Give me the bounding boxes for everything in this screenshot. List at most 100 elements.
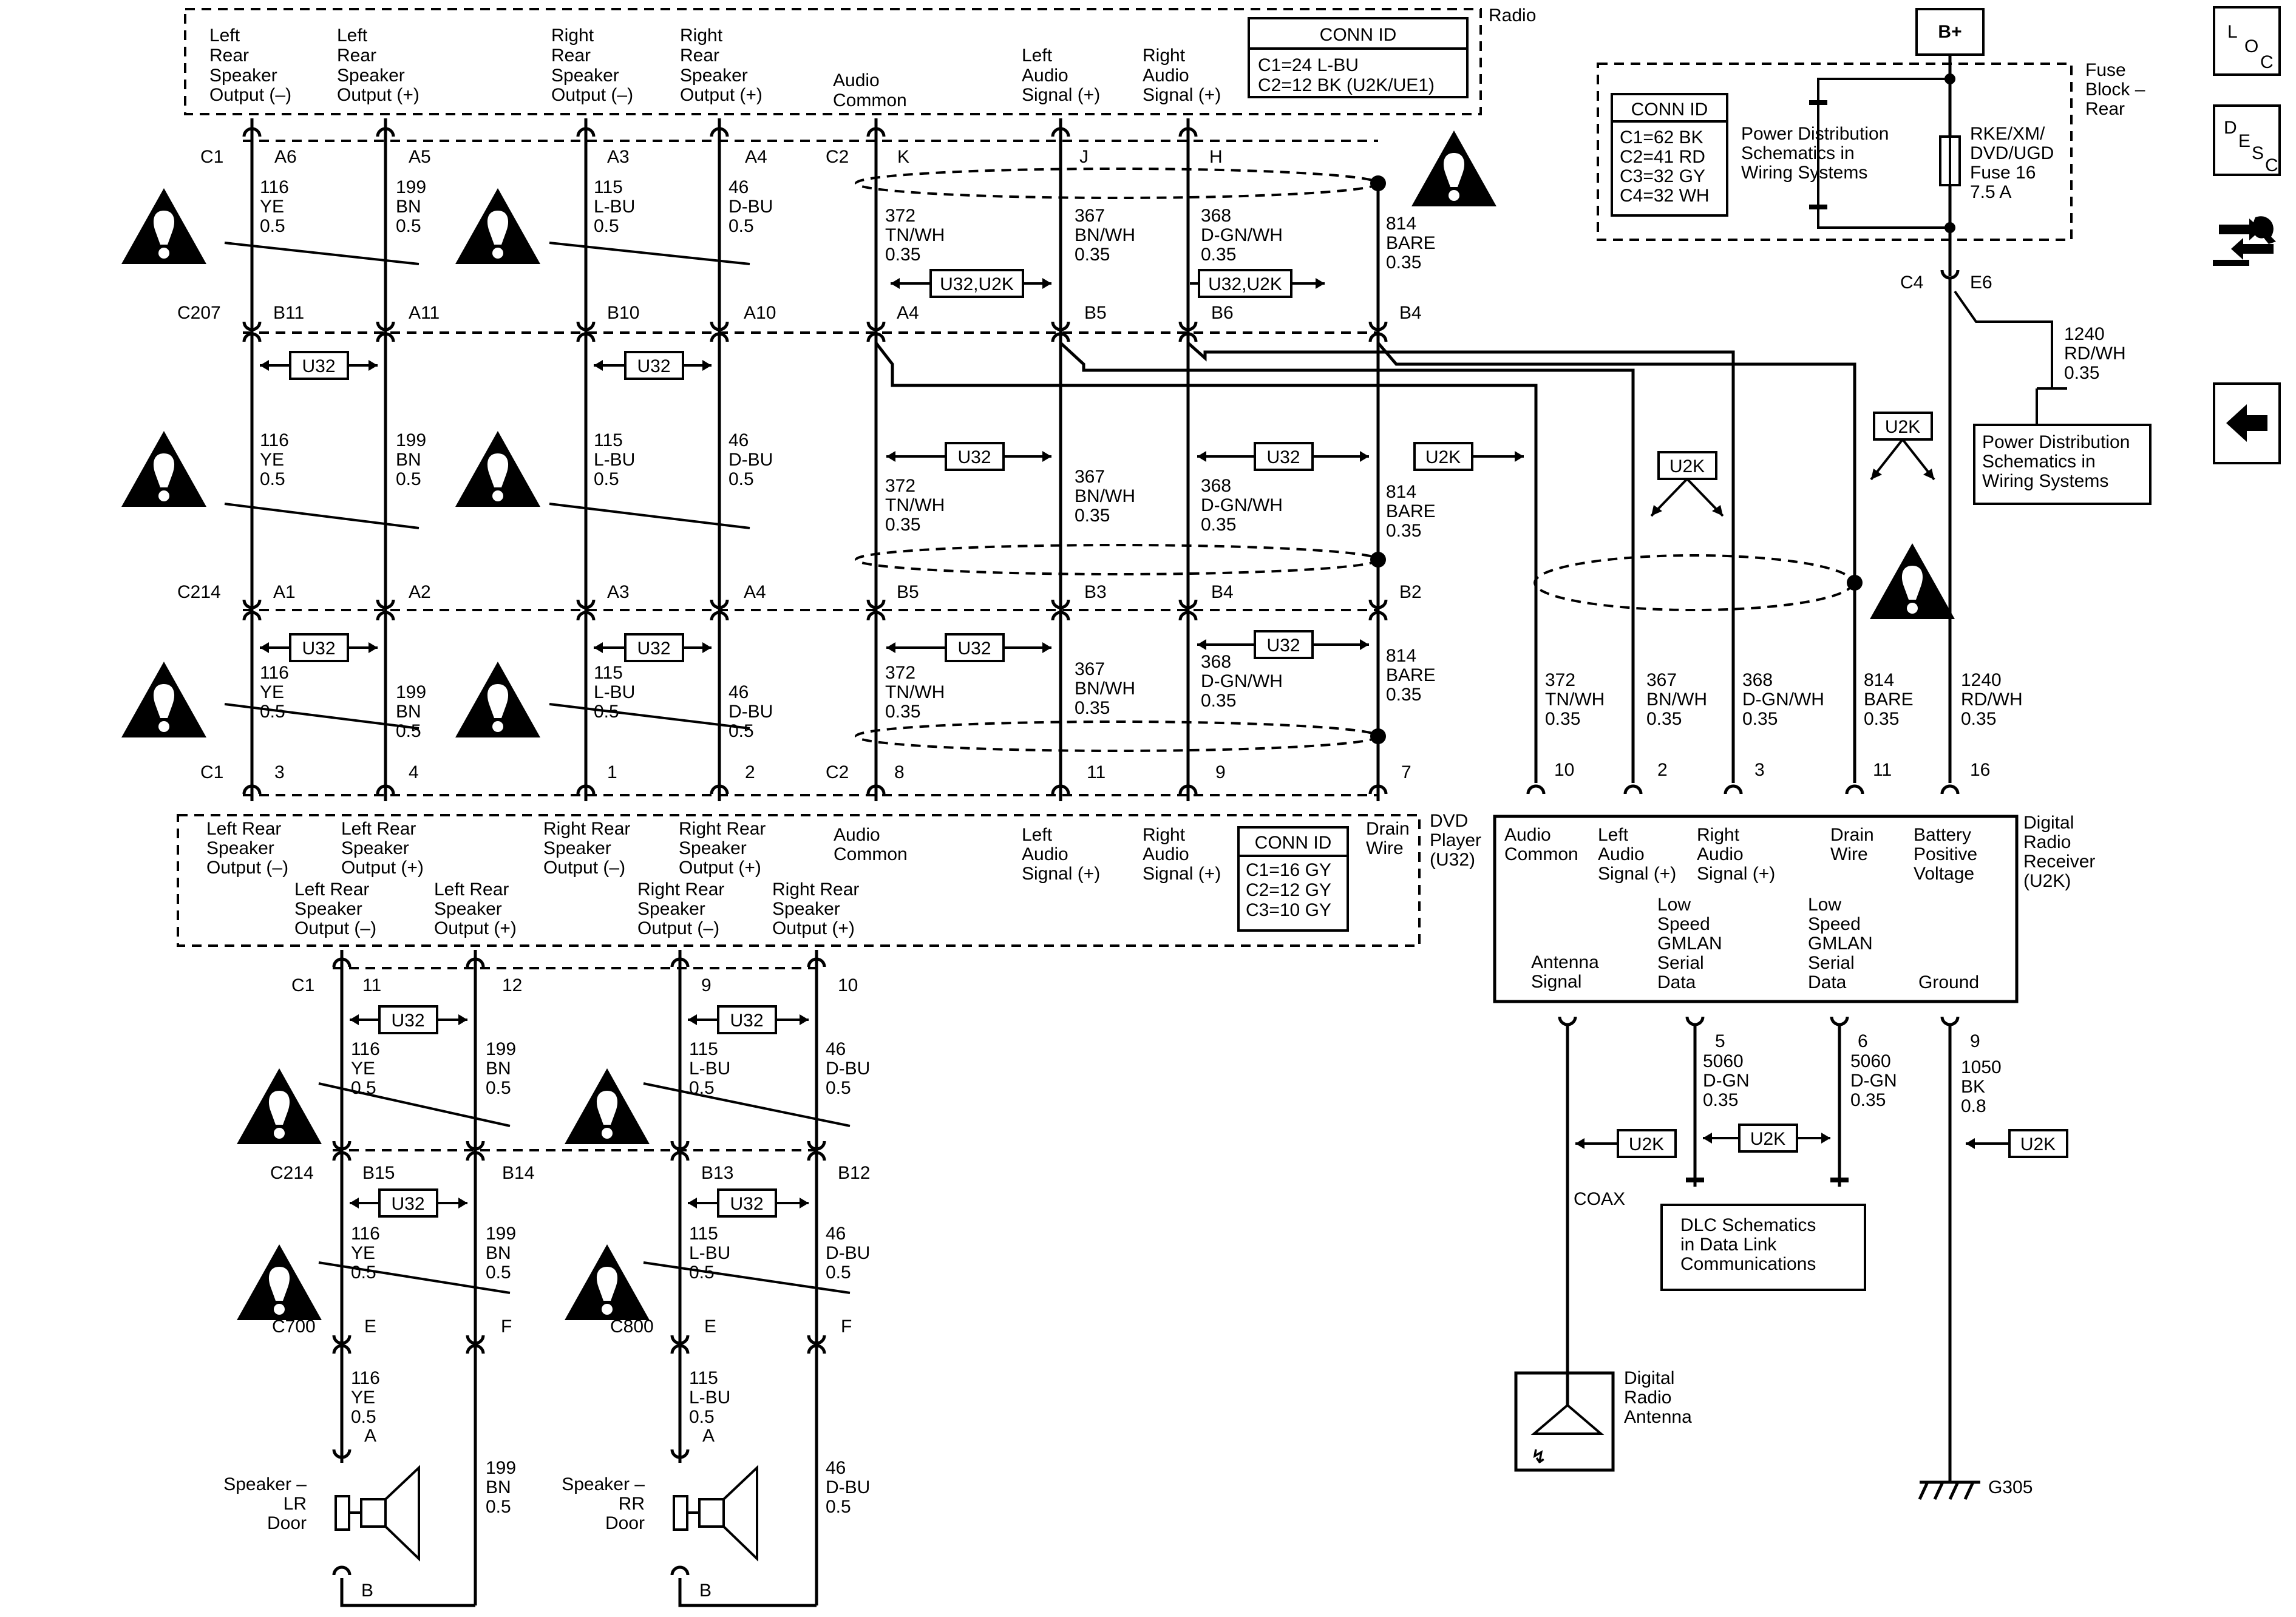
svg-text:BN: BN bbox=[396, 450, 421, 470]
svg-text:0.5: 0.5 bbox=[396, 721, 421, 741]
location-button[interactable]: L O C bbox=[2213, 6, 2281, 76]
svg-text:Door: Door bbox=[605, 1513, 645, 1533]
svg-text:C214: C214 bbox=[270, 1163, 314, 1183]
svg-text:12: 12 bbox=[502, 975, 522, 995]
pd-reference-box[interactable] bbox=[1973, 424, 2152, 505]
svg-text:367: 367 bbox=[1646, 670, 1677, 690]
svg-text:Drain: Drain bbox=[1366, 819, 1410, 839]
svg-text:Speaker –: Speaker – bbox=[223, 1474, 307, 1494]
svg-text:0.5: 0.5 bbox=[260, 702, 285, 722]
svg-text:0.5: 0.5 bbox=[826, 1263, 851, 1283]
svg-text:5060: 5060 bbox=[1850, 1051, 1891, 1071]
svg-text:Audio: Audio bbox=[1143, 66, 1189, 86]
svg-text:Output (–): Output (–) bbox=[637, 918, 719, 938]
svg-text:Right: Right bbox=[1143, 46, 1186, 66]
svg-text:(U2K): (U2K) bbox=[2023, 871, 2071, 891]
svg-text:116: 116 bbox=[351, 1368, 380, 1388]
svg-text:16: 16 bbox=[1970, 760, 1990, 780]
svg-text:Output (–): Output (–) bbox=[206, 858, 288, 878]
svg-text:YE: YE bbox=[351, 1059, 375, 1079]
svg-text:116: 116 bbox=[351, 1224, 380, 1244]
svg-text:367: 367 bbox=[1075, 206, 1105, 226]
svg-text:A2: A2 bbox=[409, 582, 431, 602]
tools-button[interactable] bbox=[2213, 206, 2281, 279]
svg-text:368: 368 bbox=[1742, 670, 1773, 690]
svg-text:116: 116 bbox=[260, 430, 289, 450]
svg-text:C1: C1 bbox=[291, 975, 314, 995]
svg-text:0.35: 0.35 bbox=[1864, 709, 1899, 729]
svg-text:TN/WH: TN/WH bbox=[1545, 690, 1605, 710]
svg-text:Player: Player bbox=[1430, 830, 1481, 850]
svg-text:Speaker: Speaker bbox=[434, 899, 502, 919]
receiver-title: Digital Radio Receiver (U2K) bbox=[2023, 813, 2095, 891]
svg-text:0.35: 0.35 bbox=[885, 515, 920, 535]
svg-text:Left: Left bbox=[209, 25, 240, 46]
fuse-c4-connector: C4 E6 bbox=[1900, 270, 2067, 783]
description-button[interactable]: D E S C bbox=[2213, 104, 2281, 176]
svg-text:Signal (+): Signal (+) bbox=[1143, 85, 1221, 105]
svg-text:BK: BK bbox=[1961, 1077, 1985, 1097]
svg-text:C2: C2 bbox=[826, 147, 849, 167]
svg-text:Speaker: Speaker bbox=[341, 838, 409, 858]
svg-text:Signal (+): Signal (+) bbox=[1598, 864, 1676, 884]
svg-text:199: 199 bbox=[486, 1458, 516, 1478]
svg-text:Voltage: Voltage bbox=[1914, 864, 1974, 884]
svg-text:D-BU: D-BU bbox=[826, 1477, 870, 1497]
svg-text:B13: B13 bbox=[701, 1163, 733, 1183]
c214-rear-connector: C214 B15 B14 B13 B12 bbox=[270, 1141, 870, 1183]
svg-text:Output (+): Output (+) bbox=[679, 858, 761, 878]
svg-text:0.5: 0.5 bbox=[594, 216, 619, 236]
fuse-block-box bbox=[1597, 63, 2073, 241]
svg-text:199: 199 bbox=[396, 682, 426, 702]
svg-text:372: 372 bbox=[885, 206, 915, 226]
svg-text:B3: B3 bbox=[1084, 582, 1107, 602]
svg-text:B15: B15 bbox=[362, 1163, 395, 1183]
svg-text:0.5: 0.5 bbox=[594, 702, 619, 722]
fuse-pd-ref: Power Distribution Schematics in Wiring … bbox=[1741, 124, 1889, 183]
dlc-bracket bbox=[1686, 1178, 1849, 1182]
svg-text:0.5: 0.5 bbox=[729, 469, 754, 489]
option-tag-u32: U32 U32 bbox=[886, 442, 1369, 471]
svg-text:Right Rear: Right Rear bbox=[543, 819, 630, 839]
svg-text:B11: B11 bbox=[273, 303, 304, 323]
svg-text:0.5: 0.5 bbox=[396, 216, 421, 236]
svg-text:0.35: 0.35 bbox=[2064, 363, 2099, 383]
svg-text:0.5: 0.5 bbox=[351, 1263, 376, 1283]
option-tag-u32u2k: U32,U2K bbox=[891, 269, 1051, 298]
dvd-conn-id-title: CONN ID bbox=[1255, 833, 1332, 853]
svg-text:U32: U32 bbox=[302, 356, 335, 376]
ground-label: G305 bbox=[1988, 1477, 2033, 1497]
c214-connector: C214 A1 A2 A3 A4 B5 B3 B4 B2 bbox=[177, 582, 1422, 620]
svg-text:46: 46 bbox=[729, 430, 749, 450]
svg-text:BN: BN bbox=[396, 702, 421, 722]
option-tag-u2k: U2K U2K U2K bbox=[1575, 1124, 2068, 1158]
svg-text:DVD: DVD bbox=[1430, 811, 1468, 831]
svg-text:RD/WH: RD/WH bbox=[1961, 690, 2023, 710]
svg-text:U32: U32 bbox=[391, 1194, 424, 1214]
svg-text:9: 9 bbox=[1215, 762, 1226, 782]
svg-text:U32: U32 bbox=[637, 639, 670, 659]
svg-text:0.35: 0.35 bbox=[1646, 709, 1682, 729]
svg-text:F: F bbox=[501, 1317, 512, 1337]
main-wires bbox=[250, 118, 1856, 801]
coax-label: COAX bbox=[1574, 1189, 1625, 1209]
dlc-reference-box[interactable] bbox=[1660, 1204, 1866, 1291]
svg-text:Rear: Rear bbox=[680, 46, 719, 66]
back-button[interactable] bbox=[2213, 382, 2281, 464]
radio-conn-c1: C1=24 L-BU bbox=[1258, 55, 1359, 75]
svg-text:5: 5 bbox=[1715, 1031, 1725, 1051]
svg-text:BARE: BARE bbox=[1864, 690, 1914, 710]
svg-text:Audio: Audio bbox=[1022, 66, 1068, 86]
desc-letter: C bbox=[2265, 155, 2278, 175]
svg-text:BN: BN bbox=[486, 1243, 511, 1263]
svg-text:LR: LR bbox=[284, 1494, 307, 1514]
svg-text:Left: Left bbox=[1598, 825, 1629, 845]
svg-text:46: 46 bbox=[826, 1458, 846, 1478]
svg-text:B5: B5 bbox=[1084, 303, 1107, 323]
svg-text:BN: BN bbox=[396, 197, 421, 217]
svg-text:814: 814 bbox=[1386, 482, 1416, 502]
dvd-title: DVD Player (U32) bbox=[1430, 811, 1481, 870]
